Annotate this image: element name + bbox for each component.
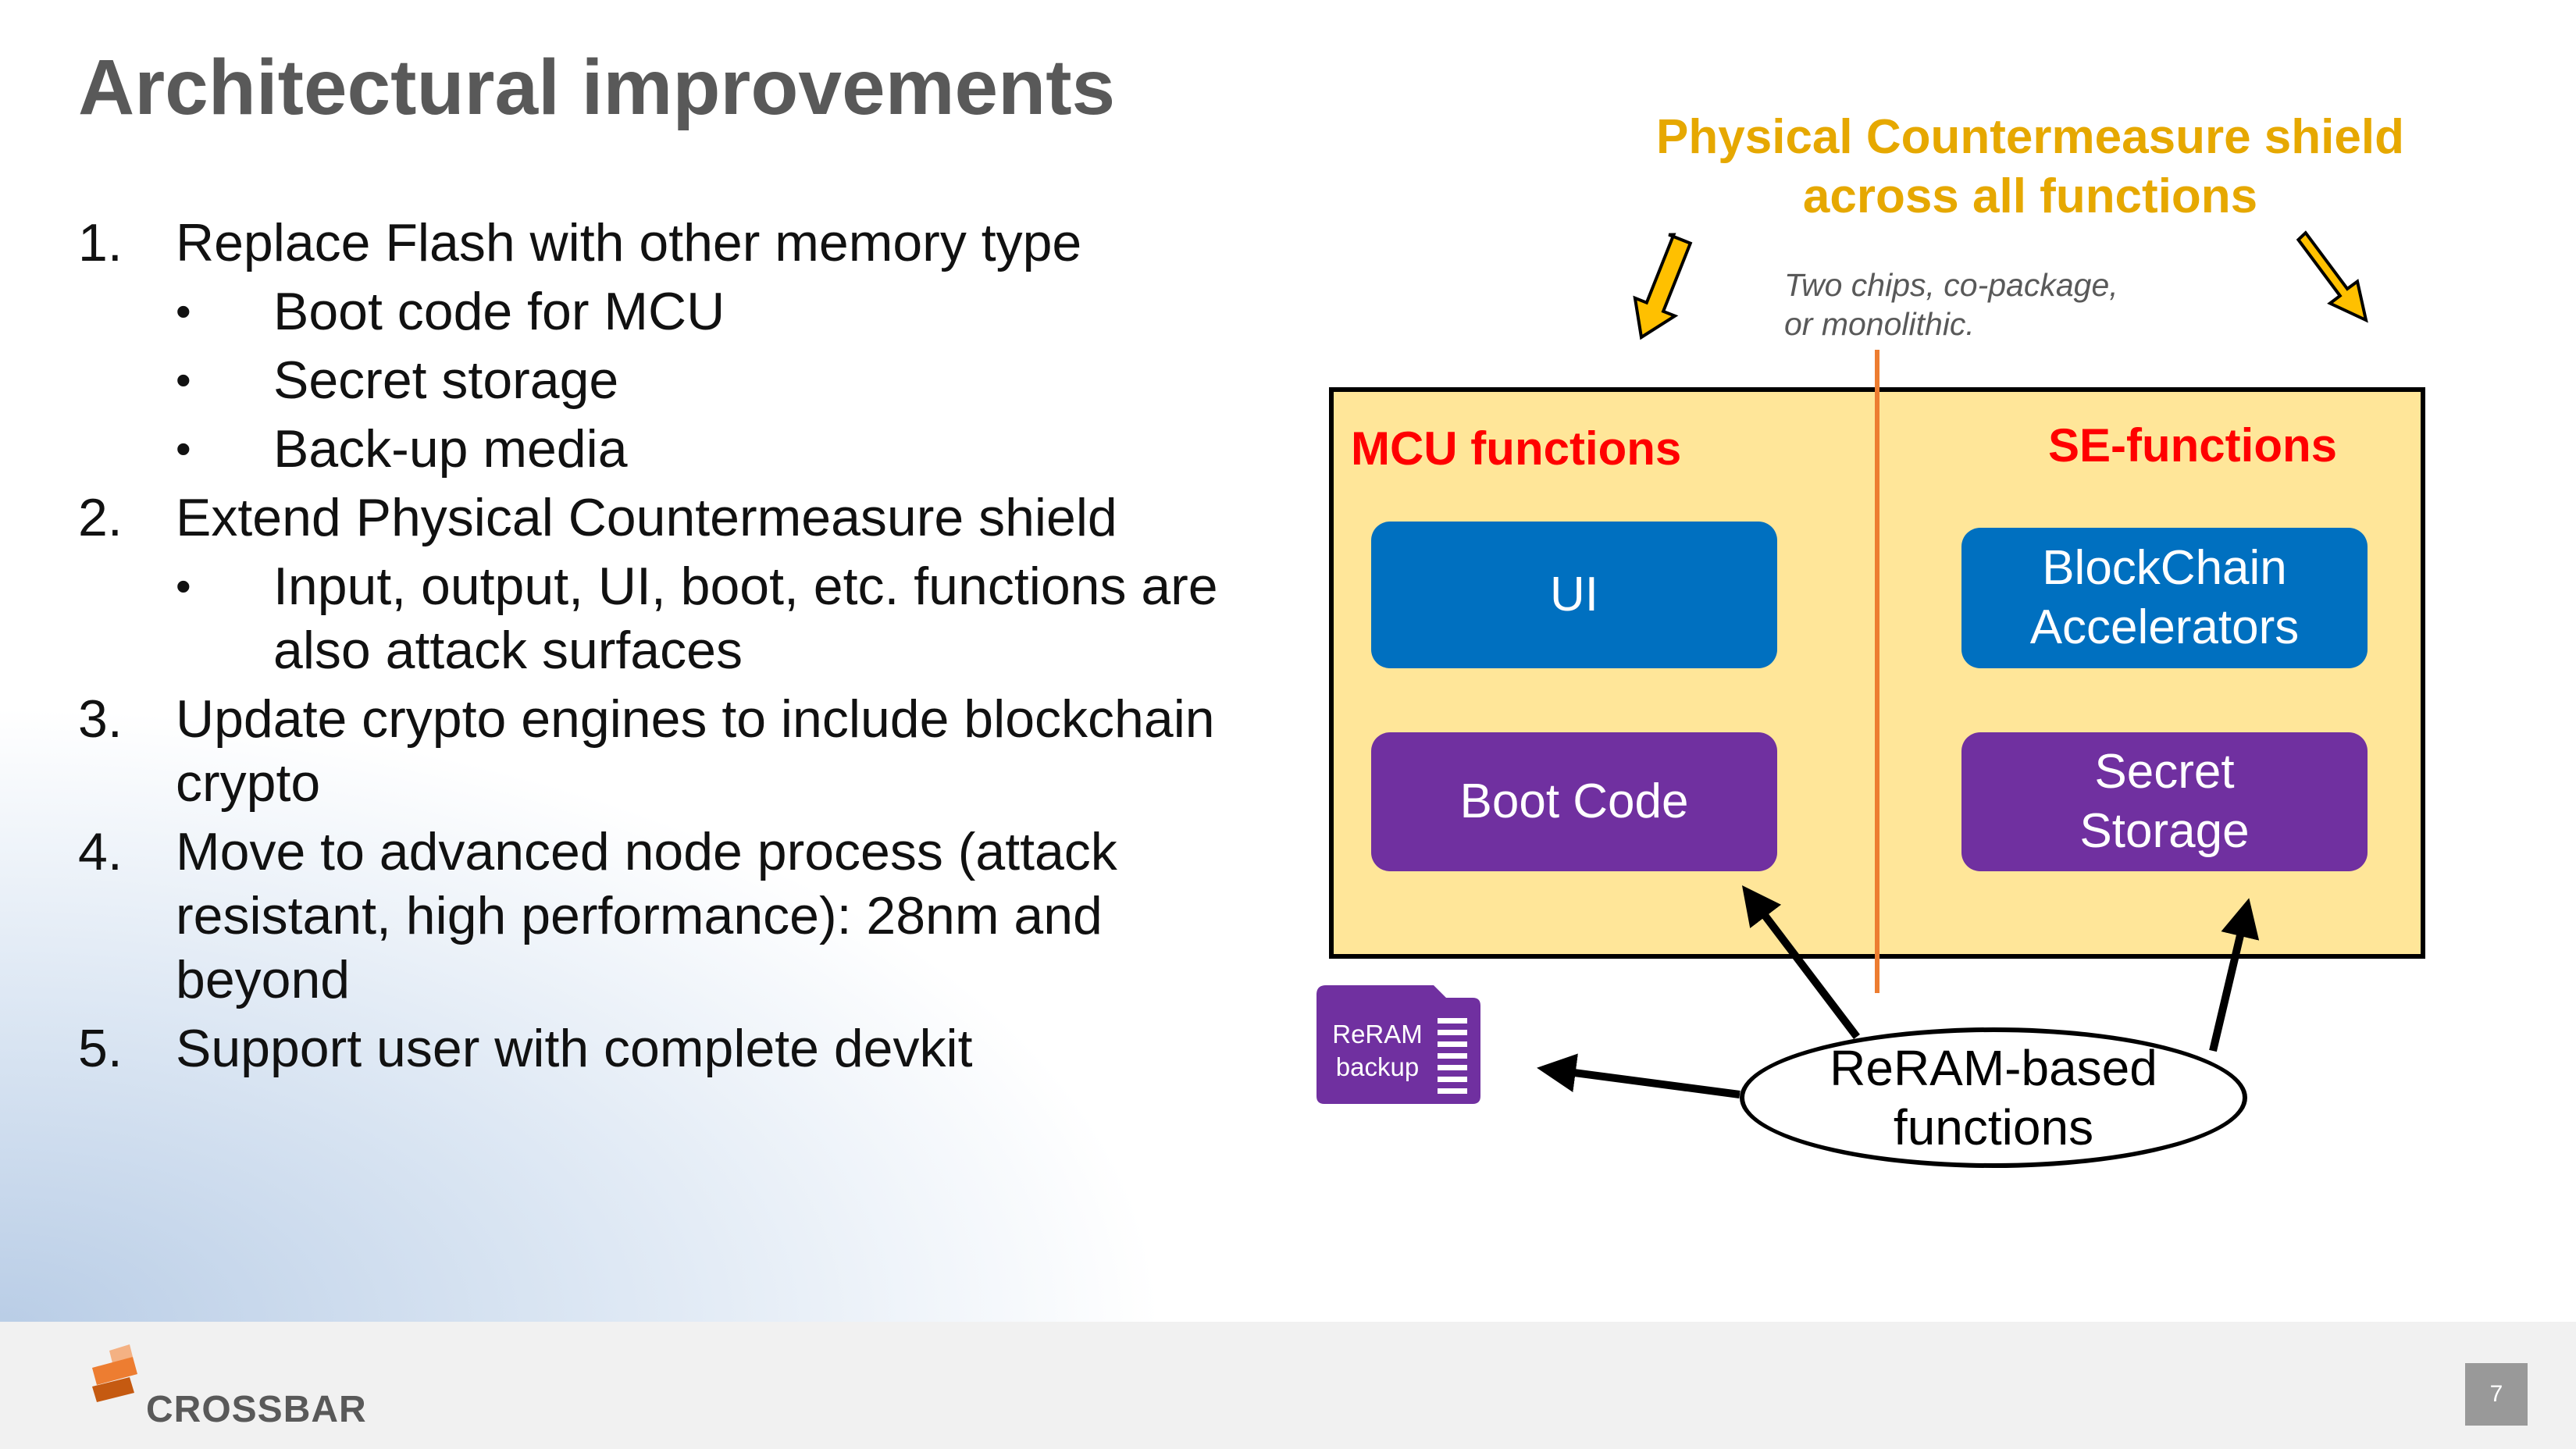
shield-arrow-left-icon [1633,233,1693,340]
shield-arrow-right-icon [2296,230,2368,323]
sub-bullet-item: • Secret storage [78,348,1281,412]
list-marker: 5. [78,1019,123,1078]
shield-title-line: Physical Countermeasure shield [1656,110,2404,164]
boot-code-block: Boot Code [1371,732,1777,871]
crossbar-logo-text: CROSSBAR [146,1389,367,1430]
crossbar-logo-icon [92,1344,137,1402]
reram-backup-label: ReRAM backup [1318,1018,1437,1084]
sd-card-icon [1317,985,1480,1104]
blockchain-label-line: Accelerators [2029,600,2300,654]
reram-functions-line: functions [1893,1099,2094,1155]
note-line: or monolithic. [1784,306,1975,342]
list-marker: 4. [78,822,123,881]
blockchain-label-line: BlockChain [2042,541,2287,595]
mcu-functions-label: MCU functions [1351,422,1682,475]
page-number: 7 [2465,1363,2528,1426]
reram-functions-line: ReRAM-based [1830,1040,2157,1096]
boot-code-label: Boot Code [1459,774,1689,828]
shield-title: Physical Countermeasure shield across al… [1593,108,2467,226]
list-text: Support user with complete devkit [176,1019,973,1078]
page-number-label: 7 [2489,1381,2503,1407]
list-text: Boot code for MCU [273,282,725,341]
list-marker: • [176,355,191,404]
numbered-item: 1. Replace Flash with other memory type [78,211,1281,275]
list-marker: • [176,287,191,336]
sub-bullet-item: • Input, output, UI, boot, etc. functions… [78,554,1281,682]
se-functions-label: SE-functions [2048,419,2337,472]
packaging-note: Two chips, co-package, or monolithic. [1784,265,2190,344]
list-marker: 2. [78,488,123,547]
list-marker: 1. [78,213,123,272]
list-marker: • [176,424,191,473]
numbered-item: 2. Extend Physical Countermeasure shield [78,486,1281,550]
list-marker: 3. [78,689,123,749]
reram-backup-label-line: backup [1335,1052,1420,1081]
arrow-to-boot-code [1741,885,1860,1040]
shield-title-line: across all functions [1802,169,2258,223]
list-text: Back-up media [273,419,628,479]
numbered-item: 3. Update crypto engines to include block… [78,687,1281,815]
bullet-list: 1. Replace Flash with other memory type • B… [78,211,1281,1085]
list-marker: • [176,561,191,611]
reram-backup-label-line: ReRAM [1332,1020,1423,1048]
list-text: Update crypto engines to include blockch… [176,689,1215,813]
note-line: Two chips, co-package, [1784,267,2118,303]
numbered-item: 4. Move to advanced node process (attack … [78,820,1281,1012]
reram-functions-ellipse: ReRAM-based functions [1740,1027,2247,1168]
list-text: Input, output, UI, boot, etc. functions … [273,557,1218,680]
secret-storage-label-line: Storage [2079,804,2250,858]
list-text: Extend Physical Countermeasure shield [176,488,1117,547]
slide-title: Architectural improvements [78,44,1116,131]
sub-bullet-item: • Boot code for MCU [78,279,1281,344]
list-text: Replace Flash with other memory type [176,213,1082,272]
list-text: Move to advanced node process (attack re… [176,822,1117,1009]
secret-storage-label-line: Secret [2094,745,2235,799]
blockchain-accelerators-block: BlockChain Accelerators [1961,528,2368,668]
secret-storage-block: Secret Storage [1961,732,2368,871]
list-text: Secret storage [273,351,619,410]
arrow-to-secret-storage [2209,898,2260,1052]
footer-bar [0,1322,2576,1449]
background-decoration [0,703,1171,1327]
numbered-item: 5. Support user with complete devkit [78,1016,1281,1081]
ui-block: UI [1371,522,1777,668]
ui-block-label: UI [1550,568,1598,621]
sub-bullet-item: • Back-up media [78,417,1281,481]
arrow-to-reram-backup [1537,1053,1740,1098]
